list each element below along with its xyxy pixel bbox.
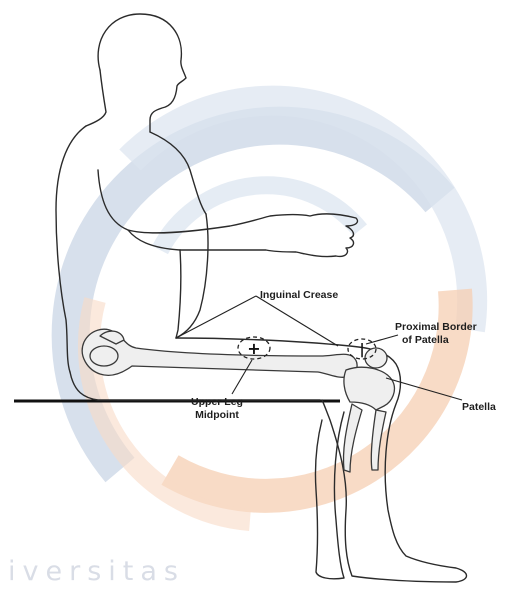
label-patella: Patella [462, 401, 496, 413]
patella-border-marker-symbol: | [359, 342, 364, 358]
label-inguinal-crease: Inguinal Crease [260, 289, 338, 301]
femur-bone-icon [82, 329, 357, 377]
inguinal-crease-leader [176, 296, 256, 338]
label-proximal-border-line2: of Patella [402, 334, 449, 346]
label-upper-leg-line2: Midpoint [195, 409, 239, 421]
label-upper-leg-line1: Upper Leg [191, 396, 243, 408]
watermark-logo [71, 101, 473, 520]
midpoint-marker-symbol: + [247, 339, 260, 358]
leader-lines [176, 296, 462, 400]
watermark-text: iversitas [8, 556, 185, 587]
label-proximal-border-line1: Proximal Border [395, 321, 477, 333]
proximal-border-leader [366, 335, 398, 344]
